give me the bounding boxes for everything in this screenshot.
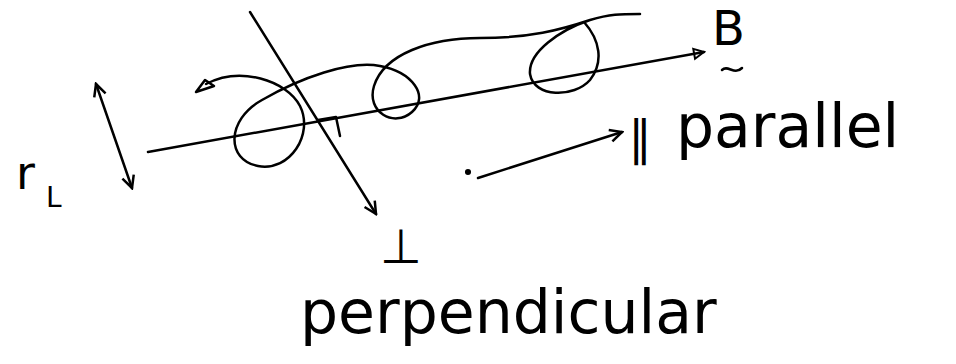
vector-symbol: B bbox=[712, 4, 745, 52]
field-line bbox=[148, 52, 704, 152]
perpendicular-line bbox=[250, 12, 376, 214]
vector-tilde bbox=[722, 68, 742, 71]
subscript: L bbox=[46, 184, 62, 212]
larmor-radius-arrow bbox=[96, 84, 132, 188]
right-angle-mark bbox=[318, 117, 340, 136]
dot bbox=[466, 170, 470, 174]
direction-label: perpendicular bbox=[300, 282, 717, 342]
helical-trajectory bbox=[206, 14, 640, 167]
parallel-symbol: ∥ bbox=[628, 114, 652, 162]
direction-label: parallel bbox=[676, 96, 899, 156]
radius-symbol: r bbox=[16, 150, 35, 196]
parallel-arrow bbox=[478, 132, 622, 178]
perpendicular-symbol: ⊥ bbox=[380, 222, 422, 270]
